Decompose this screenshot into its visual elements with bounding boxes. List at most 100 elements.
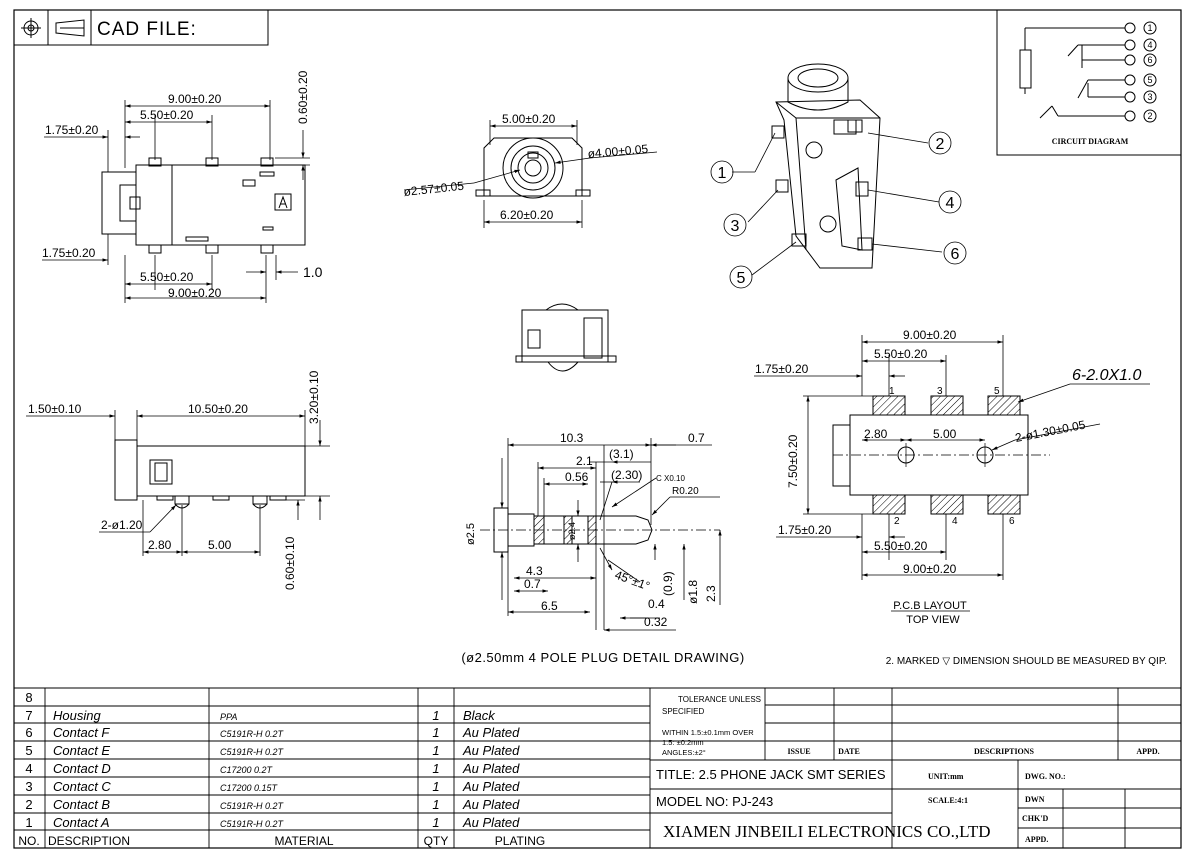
- plug-detail-caption: (ø2.50mm 4 POLE PLUG DETAIL DRAWING): [461, 650, 744, 665]
- bom-qty: 1: [432, 815, 439, 830]
- dim-label: 1.50±0.10: [28, 402, 82, 416]
- circuit-pin-label: 1: [1147, 23, 1152, 33]
- pad-number: 4: [952, 516, 958, 527]
- circuit-diagram-title: CIRCUIT DIAGRAM: [1052, 137, 1129, 146]
- drawing-title: TITLE: 2.5 PHONE JACK SMT SERIES: [656, 767, 886, 782]
- dim-label: 45°±1°: [613, 568, 652, 594]
- pad-number: 2: [894, 516, 900, 527]
- appd-header: APPD.: [1136, 747, 1159, 756]
- top-view-caption: TOP VIEW: [906, 614, 960, 626]
- bom-description: Contact B: [53, 797, 110, 812]
- dim-label: 9.00±0.20: [168, 92, 222, 106]
- dim-label: 0.7: [524, 577, 541, 591]
- dim-label: (0.9): [661, 571, 675, 596]
- pad-number: 5: [994, 386, 1000, 397]
- small-side-view: [515, 303, 617, 372]
- callout-number: 3: [731, 218, 740, 235]
- bom-qty: 1: [432, 779, 439, 794]
- dim-label: ø2.4: [567, 522, 577, 540]
- bom-description: Housing: [53, 708, 101, 723]
- bom-plating: Black: [463, 708, 496, 723]
- dim-label: 1.75±0.20: [45, 123, 99, 137]
- tolerance-label: TOLERANCE UNLESS: [678, 695, 761, 704]
- circuit-pin-terminals: [1124, 21, 1157, 123]
- bom-material: C5191R-H 0.2T: [220, 801, 285, 811]
- pcb-layout: [832, 395, 1050, 515]
- bom-material: C17200 0.15T: [220, 783, 279, 793]
- pad-number: 3: [937, 386, 943, 397]
- approved-by-label: APPD.: [1025, 835, 1048, 844]
- bom-description: Contact F: [53, 725, 110, 740]
- dim-label: 5.50±0.20: [140, 108, 194, 122]
- circuit-pin-label: 5: [1147, 75, 1152, 85]
- dim-label: 5.00: [208, 538, 232, 552]
- pcb-dimensions: [754, 335, 1150, 612]
- dim-label: 1.0: [303, 264, 323, 280]
- dim-label: 3.20±0.10: [307, 370, 321, 424]
- scale-label: SCALE:4:1: [928, 796, 968, 805]
- bom-description: Contact C: [53, 779, 111, 794]
- descriptions-header: DESCRIPTIONS: [974, 747, 1035, 756]
- dim-label: 1.75±0.20: [755, 362, 809, 376]
- cone-view-icon: [55, 19, 85, 37]
- dim-label: 0.56: [565, 470, 589, 484]
- bom-plating: Au Plated: [462, 797, 520, 812]
- measurement-note: 2. MARKED ▽ DIMENSION SHOULD BE MEASURED…: [886, 656, 1167, 667]
- dim-label: 2.1: [576, 454, 593, 468]
- bom-plating: Au Plated: [462, 779, 520, 794]
- dim-label: 2.3: [704, 585, 718, 602]
- dim-label: 5.00: [933, 427, 957, 441]
- dim-label: 6-2.0X1.0: [1072, 367, 1141, 384]
- dim-label: 4.3: [526, 564, 543, 578]
- bom-description: Contact D: [53, 761, 111, 776]
- dim-label: 0.60±0.20: [296, 70, 310, 124]
- isometric-callouts: [710, 131, 967, 289]
- dim-label: 5.50±0.20: [874, 539, 928, 553]
- unit-label: UNIT:mm: [928, 772, 964, 781]
- dim-label: C X0.10: [656, 474, 685, 483]
- drawing-border: [13, 9, 1182, 849]
- dim-label: 5.00±0.20: [502, 112, 556, 126]
- projection-symbol-icon: [21, 18, 41, 38]
- dim-label: ø1.8: [686, 580, 700, 604]
- tolerance-detail: 1.5: ±0.2mm: [662, 738, 704, 747]
- dim-label: 10.50±0.20: [188, 402, 248, 416]
- bom-header-material: MATERIAL: [274, 834, 333, 848]
- bom-table: [14, 687, 1181, 848]
- bom-plating: Au Plated: [462, 725, 520, 740]
- drawing-number-label: DWG. NO.:: [1025, 772, 1066, 781]
- bom-no: 6: [25, 725, 32, 740]
- dim-label: 5.50±0.20: [874, 347, 928, 361]
- bom-header-description: DESCRIPTION: [48, 834, 130, 848]
- bom-no: 4: [25, 761, 32, 776]
- isometric-view: [771, 63, 881, 269]
- model-number: MODEL NO: PJ-243: [656, 794, 773, 809]
- callout-number: 5: [737, 270, 746, 287]
- bom-no: 2: [25, 797, 32, 812]
- dim-label: 0.60±0.10: [283, 536, 297, 590]
- callout-number: 6: [951, 246, 960, 263]
- side-view: [114, 439, 306, 509]
- plug-dimensions: [500, 438, 722, 632]
- bom-description: Contact E: [53, 743, 110, 758]
- dim-label: 2-ø1.30±0.05: [1014, 418, 1087, 445]
- tolerance-detail: WITHIN 1.5:±0.1mm OVER: [662, 728, 754, 737]
- bom-header-no: NO.: [18, 834, 39, 848]
- dim-label: 10.3: [560, 431, 584, 445]
- dim-label: 9.00±0.20: [168, 286, 222, 300]
- dim-label: 2.80: [864, 427, 888, 441]
- bom-description: Contact A: [53, 815, 110, 830]
- top-view-dimensions: [42, 100, 310, 303]
- bom-no: 1: [25, 815, 32, 830]
- dim-label: 0.4: [648, 597, 665, 611]
- callout-number: 1: [718, 165, 727, 182]
- dim-label: 1.75±0.20: [778, 523, 832, 537]
- bom-material: C5191R-H 0.2T: [220, 819, 285, 829]
- pad-number: 1: [889, 386, 895, 397]
- side-view-dimensions: [26, 410, 330, 556]
- issue-header: ISSUE: [787, 747, 810, 756]
- bom-no: 7: [25, 708, 32, 723]
- dim-label: 0.32: [644, 615, 668, 629]
- tolerance-detail: ANGLES:±2°: [662, 748, 706, 757]
- bom-plating: Au Plated: [462, 761, 520, 776]
